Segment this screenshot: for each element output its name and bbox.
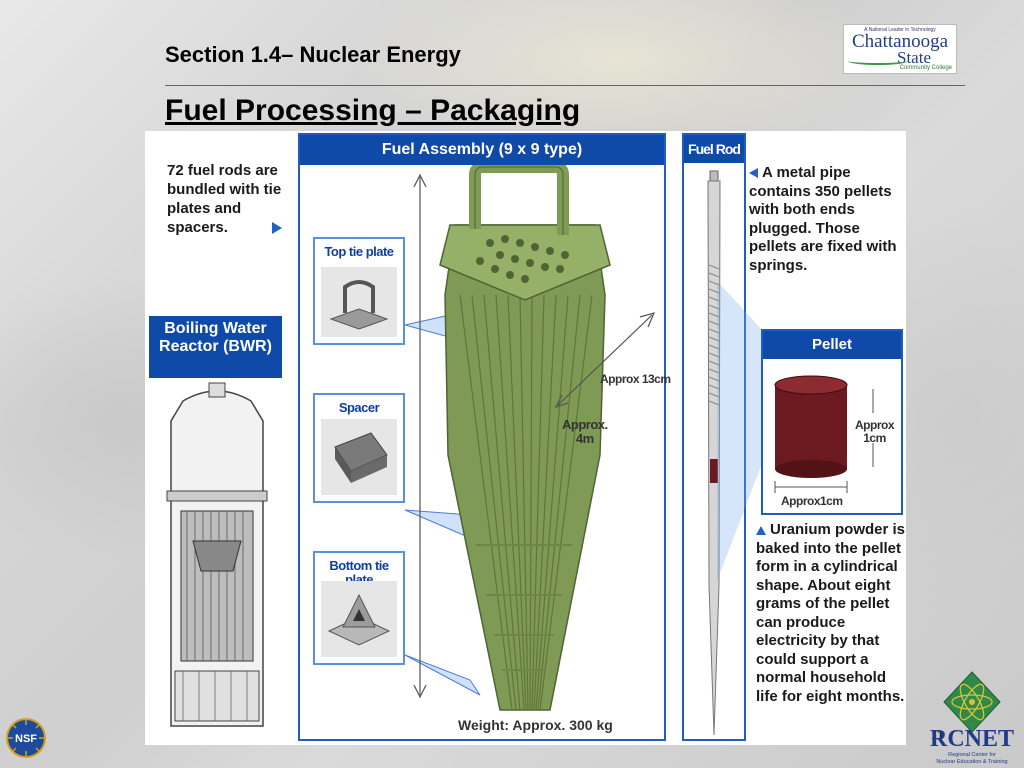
rcnet-subtitle-line1: Regional Center for <box>948 752 996 758</box>
fuel-assembly-panel: Fuel Assembly (9 x 9 type) Top tie plate… <box>298 133 666 741</box>
title-divider <box>165 85 965 86</box>
pellet-header: Pellet <box>763 331 901 359</box>
nsf-logo: NSF <box>6 718 46 758</box>
bottom-tie-plate-image <box>321 581 397 657</box>
rcnet-logo: RCNET Regional Center for Nuclear Educat… <box>930 671 1014 765</box>
rcnet-subtitle-line2: Nuclear Education & Training <box>936 759 1007 765</box>
rcnet-logo-text: RCNET <box>930 726 1014 752</box>
pellet-height-label: Approx 1cm <box>855 418 895 445</box>
assembly-weight-label: Weight: Approx. 300 kg <box>458 717 613 733</box>
pipe-text: A metal pipe contains 350 pellets with b… <box>749 164 897 274</box>
logo-name-line3: Community College <box>899 65 952 71</box>
uranium-description: Uranium powder is baked into the pellet … <box>756 521 906 706</box>
spacer-label: Spacer <box>338 400 380 415</box>
pellet-height-line1: Approx <box>855 418 895 432</box>
rod-to-pellet-callout <box>717 281 763 581</box>
fuel-assembly-figure: 72 fuel rods are bundled with tie plates… <box>145 131 906 745</box>
pellet-illustration <box>774 375 874 493</box>
arrow-up-icon <box>756 525 766 535</box>
bwr-label: Boiling Water Reactor (BWR) <box>149 316 282 378</box>
pellet-panel: Pellet Approx 1cm Approx1cm <box>761 329 903 515</box>
top-tie-plate-panel: Top tie plate <box>313 237 405 345</box>
fuel-assembly-header: Fuel Assembly (9 x 9 type) <box>300 135 664 165</box>
top-tie-plate-image <box>321 267 397 337</box>
top-tie-plate-label: Top tie plate <box>324 244 394 259</box>
metal-pipe-description: A metal pipe contains 350 pellets with b… <box>749 164 905 275</box>
arrow-left-icon <box>749 168 758 179</box>
length-label-line2: 4m <box>575 431 594 446</box>
intro-text: 72 fuel rods are bundled with tie plates… <box>167 162 282 236</box>
reactor-vessel-illustration <box>166 382 268 727</box>
nsf-logo-text: NSF <box>15 733 37 745</box>
uranium-text: Uranium powder is baked into the pellet … <box>756 521 906 705</box>
fuel-assembly-illustration <box>404 165 656 711</box>
logo-name-line1: Chattanooga <box>851 31 949 52</box>
pellet-width-label: Approx1cm <box>781 494 843 508</box>
chattanooga-state-logo: A National Leader in Technology Chattano… <box>843 24 957 74</box>
logo-tagline: A National Leader in Technology <box>864 27 936 33</box>
fuel-rod-illustration <box>707 170 721 736</box>
fuel-rod-panel: Fuel Rod <box>682 133 746 741</box>
logo-swoosh <box>848 57 908 65</box>
page-number: 11 <box>931 728 944 742</box>
length-label-line1: Approx. <box>562 417 608 432</box>
slide-title: Fuel Processing – Packaging <box>165 94 581 127</box>
bottom-tie-plate-panel: Bottom tie plate <box>313 551 405 665</box>
fuel-rod-header: Fuel Rod <box>684 135 744 163</box>
spacer-panel: Spacer <box>313 393 405 503</box>
spacer-image <box>321 419 397 495</box>
section-heading: Section 1.4– Nuclear Energy <box>165 42 461 67</box>
length-dimension-label: Approx. 4m <box>562 418 608 446</box>
width-dimension-label: Approx 13cm <box>600 372 671 386</box>
arrow-right-icon <box>272 222 282 234</box>
pellet-height-line2: 1cm <box>863 431 886 445</box>
